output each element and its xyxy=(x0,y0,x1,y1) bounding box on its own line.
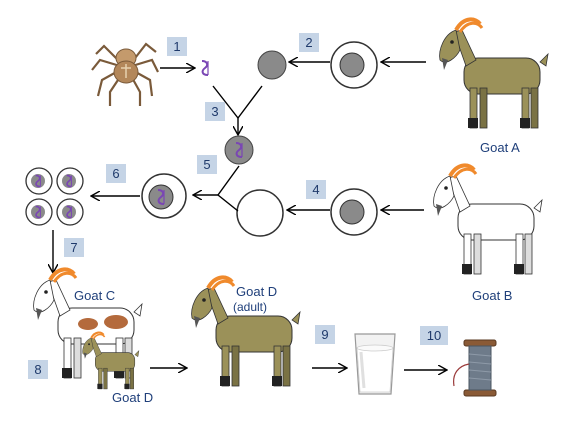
step-10-label: 10 xyxy=(420,326,448,345)
nucleus-goat-a xyxy=(257,50,287,80)
step-6-label: 6 xyxy=(106,164,126,183)
embryo xyxy=(25,167,84,226)
goat-c-label: Goat C xyxy=(74,288,116,303)
step-7-label: 7 xyxy=(64,238,84,257)
thread-spool-icon xyxy=(453,339,497,397)
milk-glass-icon xyxy=(354,333,396,395)
step-8-label: 8 xyxy=(28,360,48,379)
goat-a-illustration xyxy=(437,17,550,130)
step-2-label: 2 xyxy=(299,33,319,52)
cell-goat-b xyxy=(330,188,378,236)
step-4-label: 4 xyxy=(306,180,326,199)
goat-b-label: Goat B xyxy=(472,288,513,303)
enucleated-egg xyxy=(236,189,284,237)
goat-c-illustration xyxy=(31,267,144,380)
transgenic-nucleus xyxy=(224,135,254,165)
goat-d-adult-label: Goat D xyxy=(236,284,278,299)
cell-goat-a xyxy=(330,41,378,89)
goat-b-illustration xyxy=(431,163,544,276)
fused-cell xyxy=(141,173,187,219)
step-9-label: 9 xyxy=(315,325,335,344)
goat-d-adult-note: (adult) xyxy=(233,300,268,314)
step-5-label: 5 xyxy=(197,155,217,174)
step-3-label: 3 xyxy=(205,102,225,121)
goat-a-label: Goat A xyxy=(480,140,520,155)
dna-strand-icon xyxy=(201,60,209,76)
combine-lines-bottom xyxy=(217,165,240,212)
spider-icon xyxy=(91,42,159,106)
goat-d-kid-label: Goat D xyxy=(112,390,154,405)
step-1-label: 1 xyxy=(167,37,187,56)
